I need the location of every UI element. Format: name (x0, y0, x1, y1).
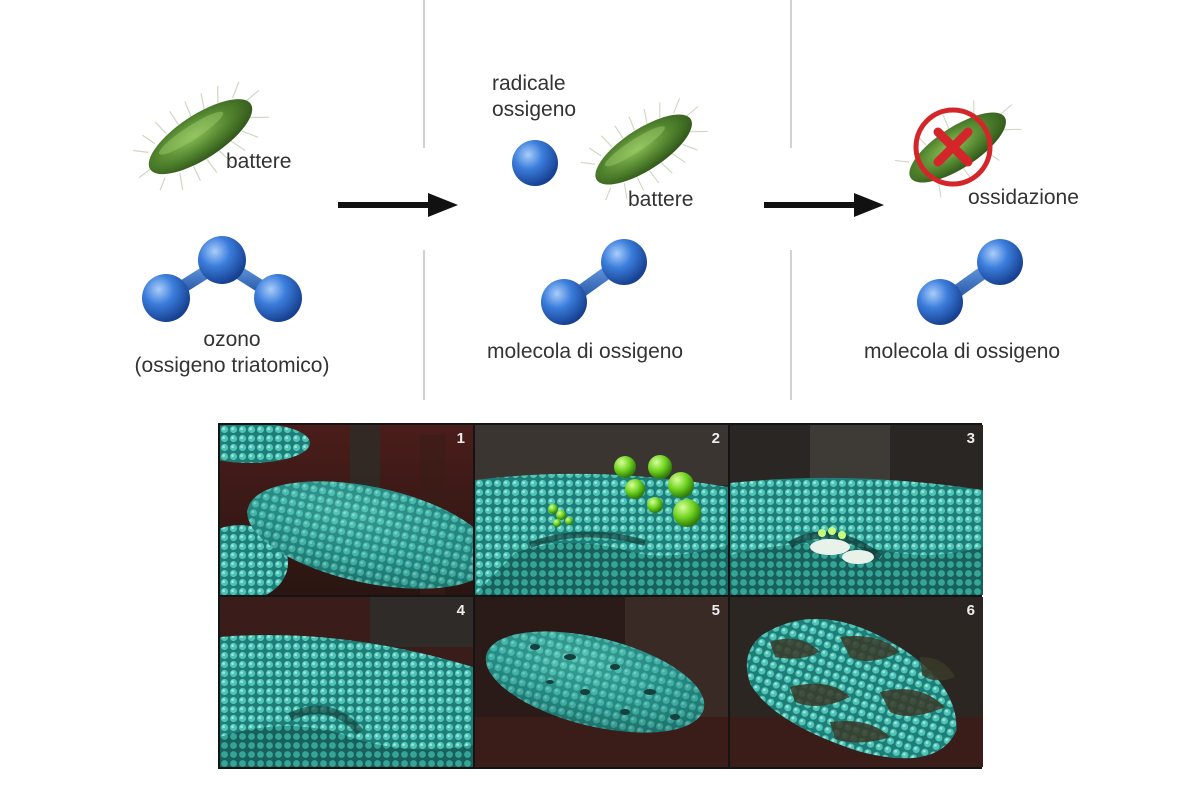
panel-number-2: 2 (711, 430, 720, 447)
ozone-label: ozono (203, 328, 261, 351)
sequence-panel-6: 6 (730, 597, 983, 767)
oxidation-x-icon (913, 107, 993, 187)
bacteria-label-col2: battere (628, 188, 694, 211)
reaction-arrow-1 (338, 193, 458, 217)
panel-number-5: 5 (711, 602, 720, 619)
column-divider-2-lower (790, 250, 792, 400)
oxygen-molecule-label-col3: molecola di ossigeno (864, 340, 1061, 363)
panel-number-3: 3 (966, 430, 975, 447)
ozone-molecule (142, 236, 302, 322)
sequence-panel-5: 5 (475, 597, 728, 767)
oxygen-radical-atom (512, 140, 558, 186)
bacteria-label-col1: battere (226, 150, 292, 173)
bacterium-illustration (133, 81, 269, 190)
panel-number-6: 6 (966, 602, 975, 619)
panel-number-4: 4 (456, 602, 465, 619)
radical-label-line2: ossigeno (492, 98, 577, 121)
bacterium-illustration-col2 (580, 98, 708, 200)
oxygen-molecule-col3 (917, 239, 1023, 325)
ozone-sublabel: (ossigeno triatomico) (134, 354, 330, 377)
panel-number-1: 1 (456, 430, 465, 447)
column-divider-2 (790, 0, 792, 148)
sequence-panel-1: 1 (220, 425, 473, 595)
sequence-panel-3: 3 (730, 425, 983, 595)
radical-label-line1: radicale (492, 72, 566, 95)
oxidation-label: ossidazione (968, 186, 1079, 209)
column-divider-1-lower (423, 250, 425, 400)
oxidation-sequence-grid: 1 2 (218, 423, 983, 769)
column-divider-1 (423, 0, 425, 148)
oxygen-molecule-label-col2: molecola di ossigeno (487, 340, 684, 363)
oxygen-molecule-col2 (541, 239, 647, 325)
sequence-panel-2: 2 (475, 425, 728, 595)
sequence-panel-4: 4 (220, 597, 473, 767)
reaction-arrow-2 (764, 193, 884, 217)
